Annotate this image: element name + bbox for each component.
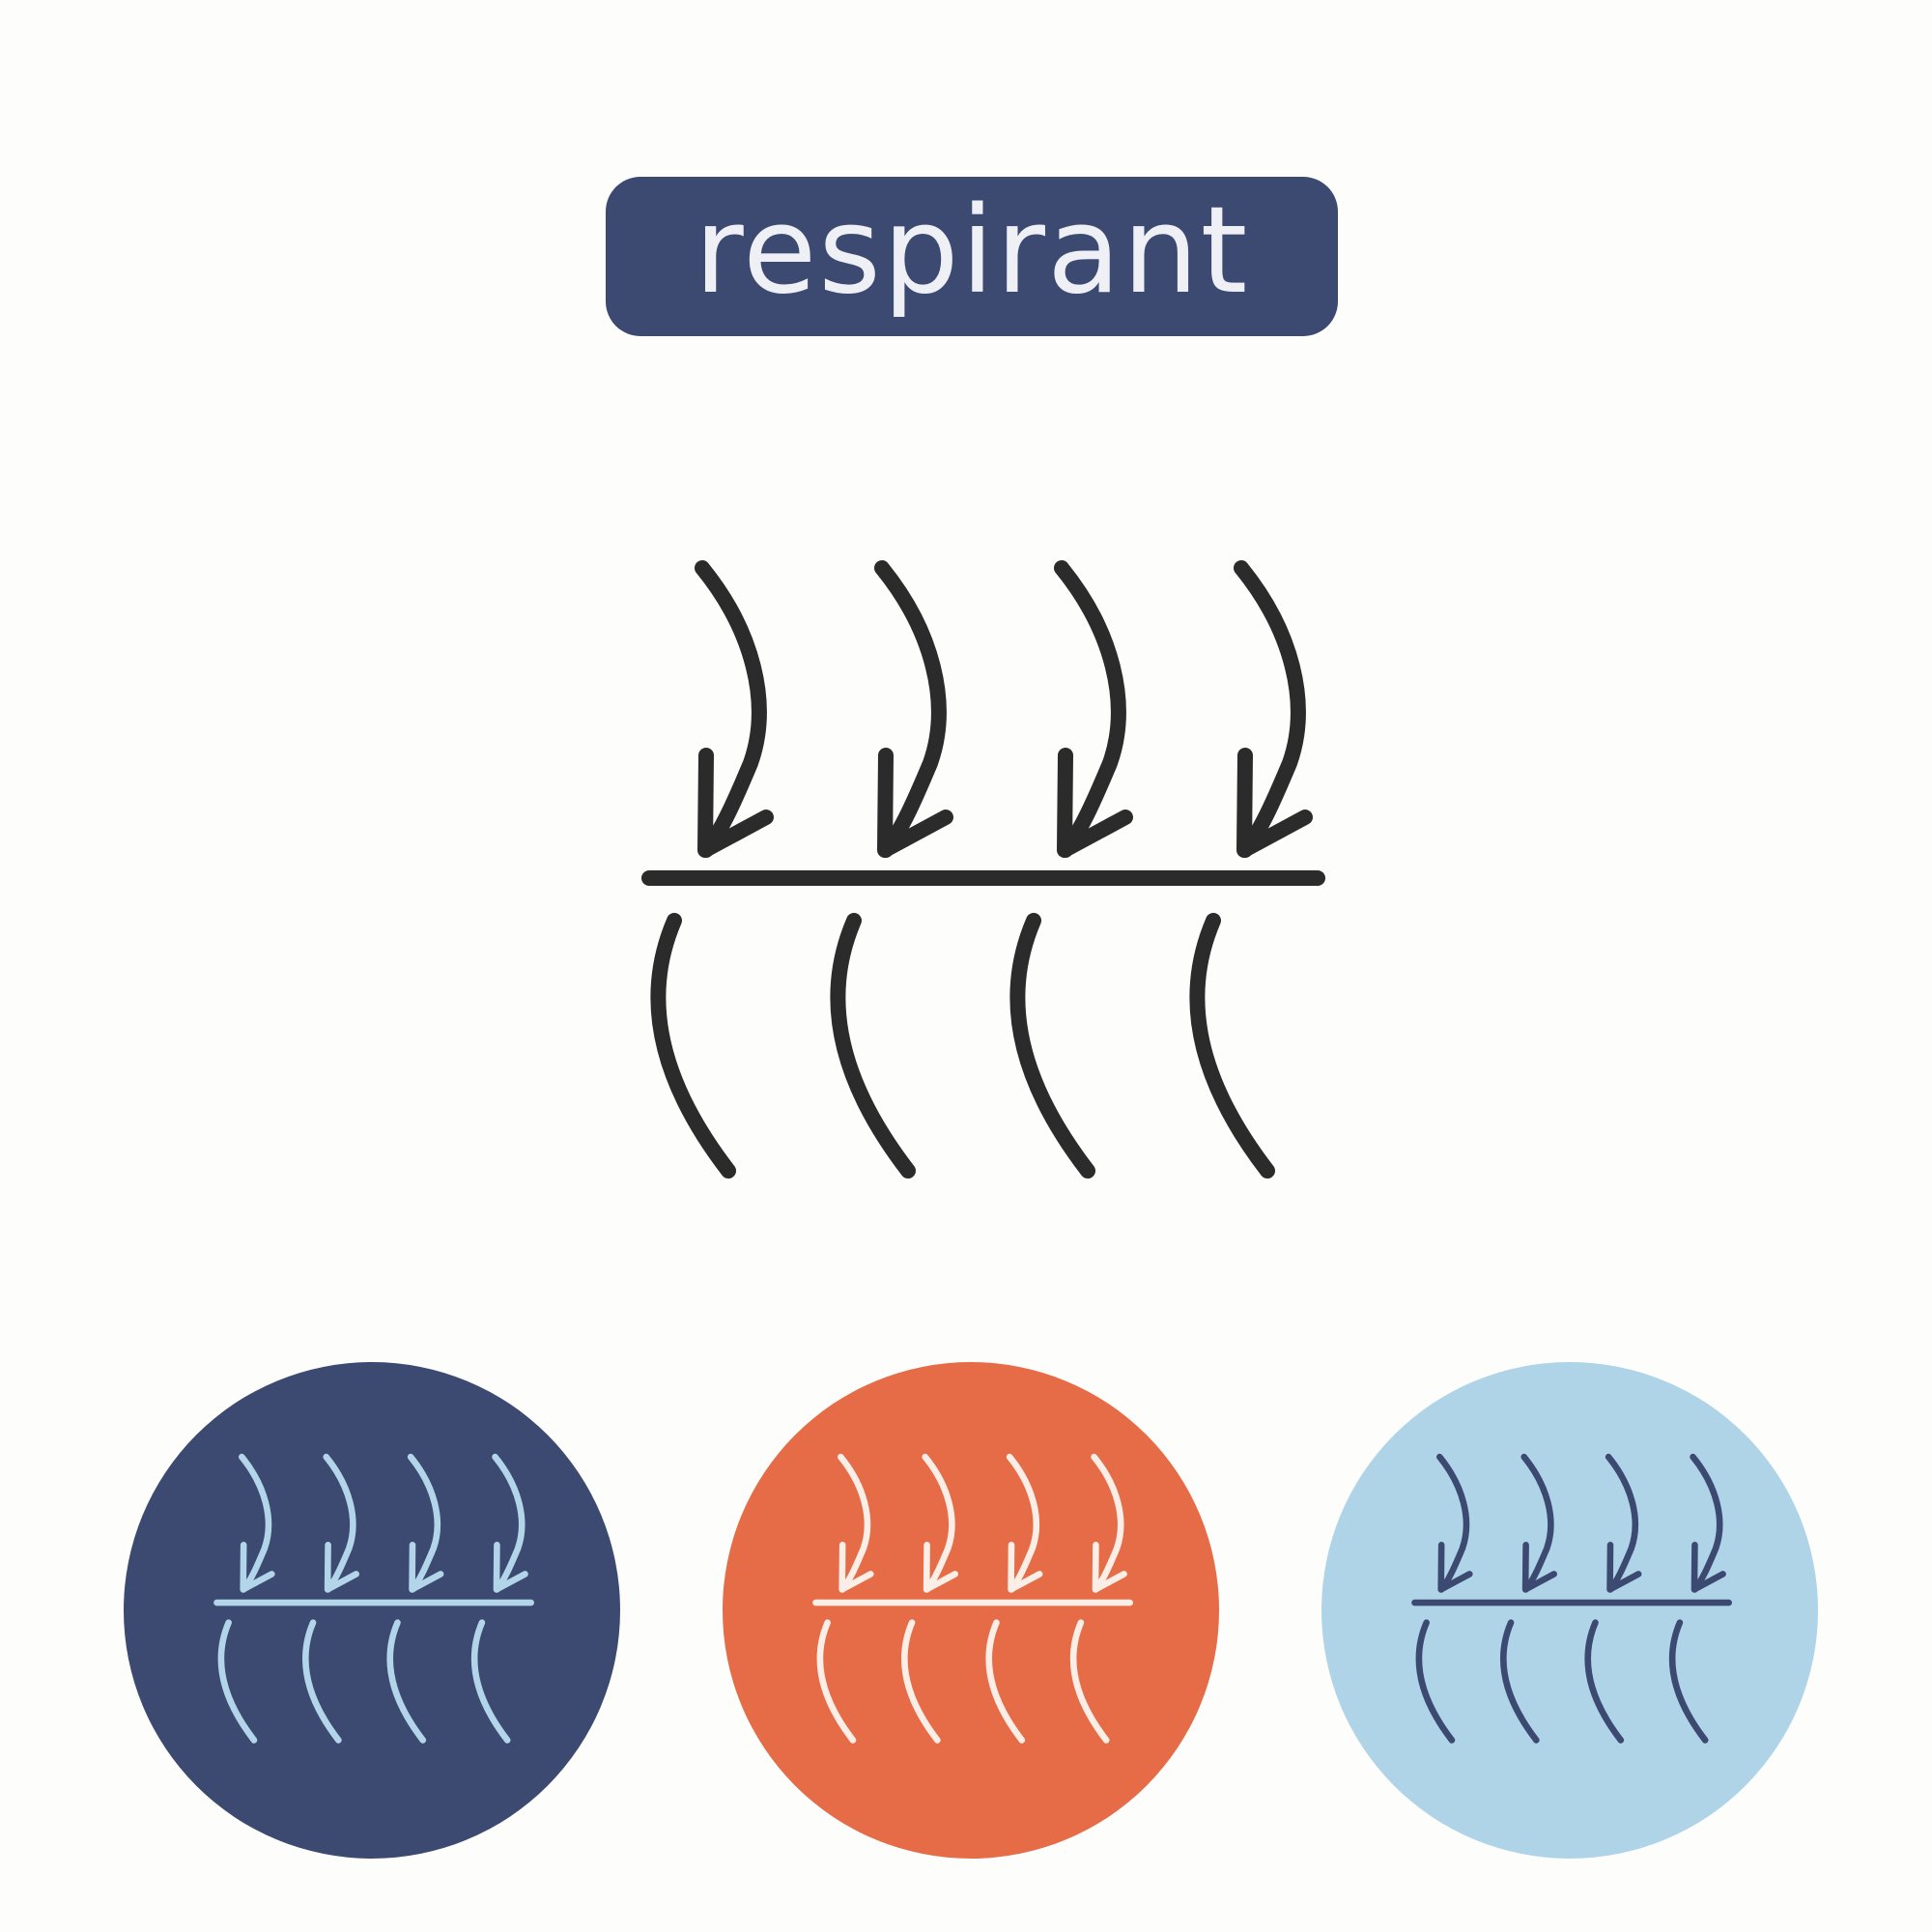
circle-background	[124, 1362, 620, 1859]
vapor-line-icon	[301, 1619, 342, 1744]
vapor-line-icon	[1189, 913, 1275, 1179]
arrow-down-icon	[323, 1453, 356, 1593]
title-text: respirant	[694, 181, 1250, 321]
vapor-line-icon	[1009, 913, 1095, 1179]
vapor-line-icon	[1584, 1619, 1625, 1744]
arrow-down-icon	[695, 560, 767, 858]
title-badge: respirant	[606, 177, 1338, 336]
vapor-line-icon	[470, 1619, 511, 1744]
circle-navy-breathable-icon	[124, 1362, 620, 1859]
arrow-down-icon	[1234, 560, 1306, 858]
arrow-down-icon	[1690, 1453, 1723, 1593]
icon-strokes	[1411, 1453, 1732, 1744]
arrow-down-icon	[1520, 1453, 1554, 1593]
arrow-down-icon	[1436, 1453, 1470, 1593]
arrow-head-icon	[877, 748, 953, 858]
arrow-down-icon	[838, 1453, 871, 1593]
arrow-head-icon	[324, 1542, 360, 1593]
arrow-down-icon	[1091, 1453, 1124, 1593]
arrow-head-icon	[1008, 1542, 1043, 1593]
vapor-line-icon	[217, 1619, 258, 1744]
vapor-line-icon	[386, 1619, 427, 1744]
arrow-head-icon	[838, 1542, 874, 1593]
arrow-down-icon	[492, 1453, 526, 1593]
vapor-line-icon	[1415, 1619, 1456, 1744]
arrow-head-icon	[1437, 1542, 1473, 1593]
icon-strokes	[812, 1453, 1133, 1744]
arrow-head-icon	[1690, 1542, 1726, 1593]
arrow-head-icon	[240, 1542, 275, 1593]
arrow-down-icon	[1006, 1453, 1040, 1593]
arrow-head-icon	[1057, 748, 1133, 858]
arrow-down-icon	[922, 1453, 955, 1593]
arrow-down-icon	[1054, 560, 1126, 858]
vapor-line-icon	[1499, 1619, 1540, 1744]
arrow-head-icon	[1606, 1542, 1642, 1593]
arrow-head-icon	[1236, 748, 1313, 858]
arrow-down-icon	[239, 1453, 272, 1593]
vapor-line-icon	[900, 1619, 941, 1744]
arrow-head-icon	[409, 1542, 444, 1593]
vapor-line-icon	[1668, 1619, 1709, 1744]
arrow-head-icon	[1521, 1542, 1558, 1593]
arrow-down-icon	[874, 560, 947, 858]
icon-strokes	[213, 1453, 534, 1744]
arrow-head-icon	[1092, 1542, 1127, 1593]
circle-background	[1321, 1362, 1818, 1859]
arrow-head-icon	[697, 748, 774, 858]
vapor-line-icon	[985, 1619, 1026, 1744]
vapor-line-icon	[650, 913, 736, 1179]
arrow-head-icon	[493, 1542, 528, 1593]
circle-blue-breathable-icon	[1321, 1362, 1818, 1859]
vapor-line-icon	[830, 913, 916, 1179]
arrow-down-icon	[1605, 1453, 1639, 1593]
arrow-down-icon	[407, 1453, 441, 1593]
breathable-membrane-icon	[641, 560, 1325, 1179]
icon-strokes	[641, 560, 1325, 1179]
vapor-line-icon	[1069, 1619, 1110, 1744]
vapor-line-icon	[816, 1619, 857, 1744]
arrow-head-icon	[923, 1542, 959, 1593]
circle-orange-breathable-icon	[723, 1362, 1219, 1859]
circle-background	[723, 1362, 1219, 1859]
